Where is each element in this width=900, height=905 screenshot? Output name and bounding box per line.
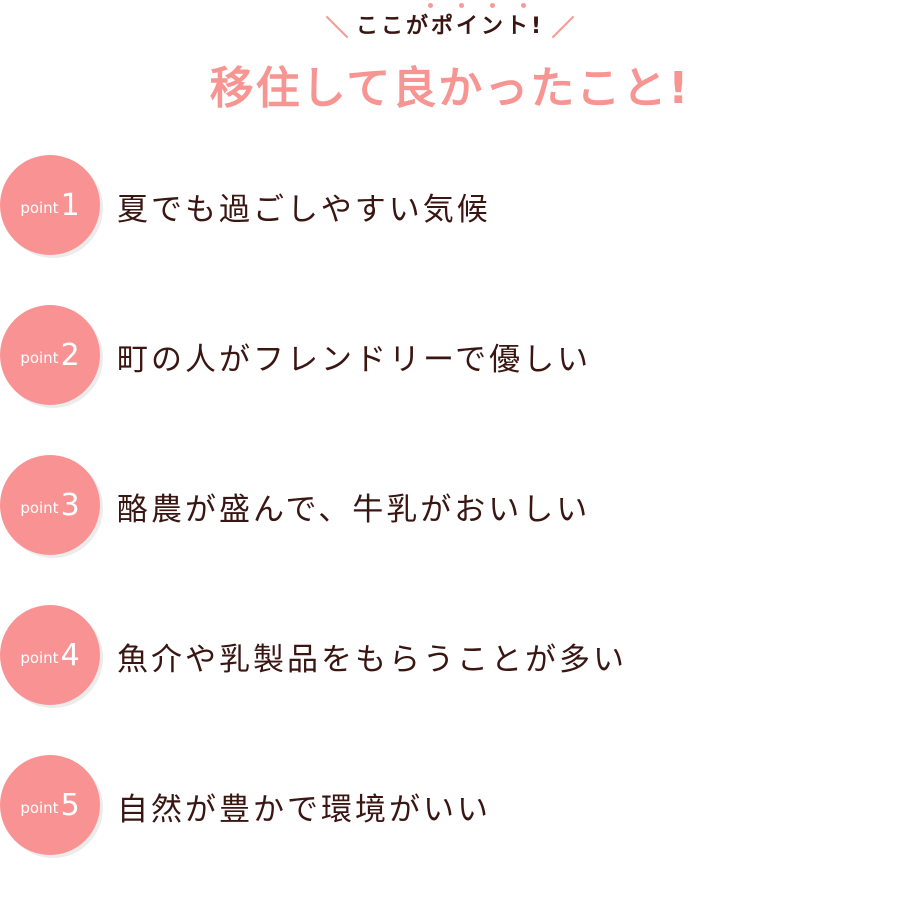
point-label: point (20, 499, 59, 517)
section-eyebrow: ここがポイント! (0, 3, 900, 40)
slash-decoration (551, 15, 575, 39)
point-text: 自然が豊かで環境がいい (117, 792, 491, 828)
point-label: point (20, 349, 59, 367)
point-text: 夏でも過ごしやすい気候 (117, 192, 491, 228)
point-number: 3 (60, 487, 80, 523)
eyebrow-text: ここがポイント! (355, 14, 545, 39)
point-text: 魚介や乳製品をもらうことが多い (117, 642, 627, 678)
slash-decoration (325, 15, 349, 39)
point-number: 5 (60, 787, 80, 823)
page-title: 移住して良かったこと! (209, 63, 691, 114)
point-label: point (20, 199, 59, 217)
point-text: 町の人がフレンドリーで優しい (117, 342, 592, 378)
point-label: point (20, 649, 59, 667)
point-label: point (20, 799, 59, 817)
point-number: 2 (60, 337, 80, 373)
point-text: 酪農が盛んで、牛乳がおいしい (117, 492, 591, 528)
point-number: 1 (60, 187, 80, 223)
emphasis-dots (427, 3, 526, 8)
point-number: 4 (60, 637, 80, 673)
